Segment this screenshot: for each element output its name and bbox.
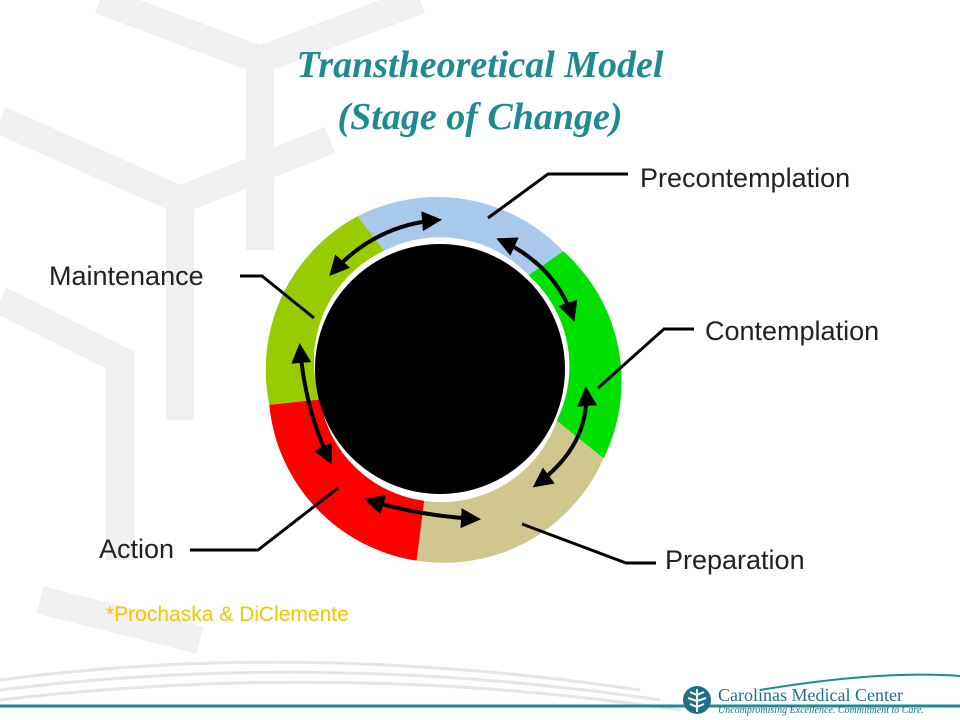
arrow-contemplation-preparation: [532, 386, 598, 488]
label-contemplation: Contemplation: [705, 316, 880, 346]
leader-maintenance: [240, 274, 315, 320]
arrow-precontemplation-contemplation: [496, 237, 578, 322]
label-preparation: Preparation: [665, 545, 805, 575]
leaf-emblem-icon: [683, 686, 711, 714]
title-line-2: (Stage of Change): [337, 96, 623, 138]
logo-tagline: Uncompromising Excellence. Commitment to…: [718, 705, 924, 716]
arrow-maintenance-precontemplation: [329, 211, 442, 276]
leader-contemplation: [597, 327, 694, 390]
leader-action: [190, 486, 339, 552]
center-circle: [315, 244, 565, 494]
carolinas-medical-center-logo: Carolinas Medical Center Uncompromising …: [678, 683, 958, 719]
label-action: Action: [99, 534, 175, 564]
citation: *Prochaska & DiClemente: [106, 603, 349, 626]
arrow-action-maintenance: [291, 343, 332, 465]
label-precontemplation: Precontemplation: [640, 163, 851, 193]
leader-preparation: [521, 522, 656, 565]
label-maintenance: Maintenance: [49, 261, 204, 291]
logo-name: Carolinas Medical Center: [718, 685, 903, 705]
title-line-1: Transtheoretical Model: [296, 44, 664, 86]
leader-precontemplation: [487, 172, 628, 220]
arrow-preparation-action: [364, 495, 481, 529]
